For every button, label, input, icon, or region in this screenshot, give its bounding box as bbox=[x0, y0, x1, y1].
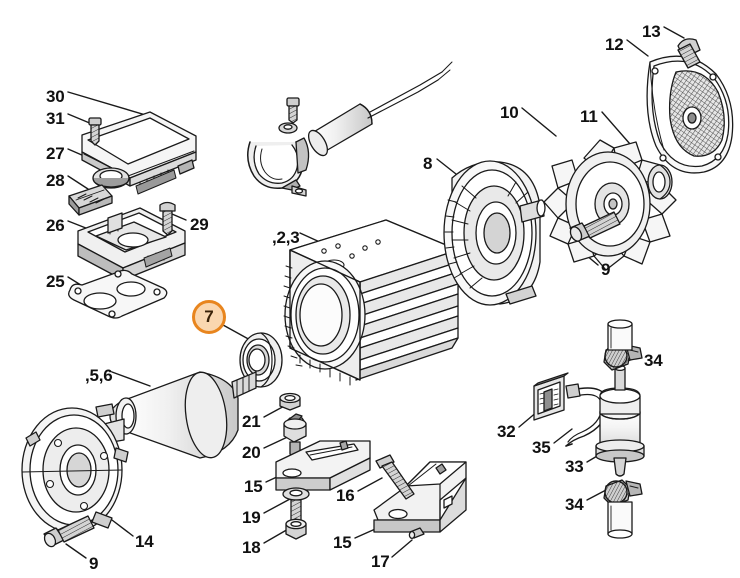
callout-19[interactable]: 19 bbox=[242, 508, 261, 527]
callout-27[interactable]: 27 bbox=[46, 144, 65, 163]
callout-5-6[interactable]: ,5,6 bbox=[85, 366, 113, 385]
callout-10[interactable]: 10 bbox=[500, 103, 519, 122]
part-32-connector-plate bbox=[533, 372, 569, 421]
callout-20[interactable]: 20 bbox=[242, 443, 261, 462]
callout-18[interactable]: 18 bbox=[242, 538, 261, 557]
part-12-fan-cover bbox=[646, 55, 734, 174]
part-2-3-stator-housing bbox=[283, 219, 459, 386]
callout-14[interactable]: 14 bbox=[135, 532, 154, 551]
part-25-cover-gasket bbox=[68, 269, 168, 319]
part-9-bolt-lower-left bbox=[43, 515, 95, 548]
callout-32[interactable]: 32 bbox=[497, 422, 516, 441]
callout-29[interactable]: 29 bbox=[190, 215, 209, 234]
callout-9-right[interactable]: 9 bbox=[601, 260, 611, 279]
part-27-sealing-ring bbox=[92, 167, 130, 189]
part-7-ball-bearing bbox=[239, 332, 283, 388]
callout-33[interactable]: 33 bbox=[565, 457, 584, 476]
callout-34-lower[interactable]: 34 bbox=[565, 495, 584, 514]
callout-31[interactable]: 31 bbox=[46, 109, 65, 128]
callout-8[interactable]: 8 bbox=[423, 154, 433, 173]
part-28-cable-grommet-plate bbox=[68, 184, 113, 216]
callout-13[interactable]: 13 bbox=[642, 22, 661, 41]
part-9-bolt-right bbox=[569, 211, 621, 242]
callout-17[interactable]: 17 bbox=[371, 552, 390, 571]
callout-16[interactable]: 16 bbox=[336, 486, 355, 505]
part-15-mounting-bracket-right bbox=[373, 461, 467, 533]
part-10-cooling-fan bbox=[543, 139, 677, 271]
highlighted-callout-number: 7 bbox=[204, 307, 214, 326]
part-21-terminal-nut bbox=[279, 392, 301, 411]
callout-30[interactable]: 30 bbox=[46, 87, 65, 106]
callout-9-lower-left[interactable]: 9 bbox=[89, 554, 99, 573]
callout-21[interactable]: 21 bbox=[242, 412, 261, 431]
part-31-lid-screw bbox=[88, 117, 102, 146]
fuel-hose-sections bbox=[607, 319, 633, 539]
part-33-fuel-filter bbox=[595, 364, 645, 477]
callout-25[interactable]: 25 bbox=[46, 272, 65, 291]
part-29-box-screw bbox=[159, 201, 176, 236]
part-34-hose-clamp-lower bbox=[603, 479, 643, 507]
part-11-fan-washer bbox=[647, 164, 673, 200]
part-15-mounting-bracket-left bbox=[275, 440, 371, 491]
callout-34-upper[interactable]: 34 bbox=[644, 351, 663, 370]
part-5-6-rotor-assembly bbox=[95, 371, 257, 459]
callout-35[interactable]: 35 bbox=[532, 438, 551, 457]
callout-15-left[interactable]: 15 bbox=[244, 477, 263, 496]
part-8-bell-housing bbox=[443, 160, 546, 306]
part-26-terminal-box-base bbox=[77, 207, 186, 281]
callout-28[interactable]: 28 bbox=[46, 171, 65, 190]
highlighted-callout-7[interactable]: 7 bbox=[192, 300, 226, 334]
part-30-terminal-box-lid bbox=[81, 111, 197, 195]
part-14-rotor-end-plate bbox=[21, 403, 129, 533]
callout-15-right[interactable]: 15 bbox=[333, 533, 352, 552]
part-17-locating-pin bbox=[408, 527, 425, 540]
capacitor-assembly bbox=[247, 61, 453, 197]
part-13-cover-screw bbox=[677, 38, 701, 69]
part-16-bracket-bolt bbox=[375, 454, 415, 500]
callout-26[interactable]: 26 bbox=[46, 216, 65, 235]
callout-12[interactable]: 12 bbox=[605, 35, 624, 54]
callout-2-3[interactable]: ,2,3 bbox=[272, 228, 300, 247]
part-18-hex-nut bbox=[285, 518, 307, 540]
part-19-pan-head-screw bbox=[282, 487, 310, 532]
callout-11[interactable]: 11 bbox=[580, 107, 598, 126]
